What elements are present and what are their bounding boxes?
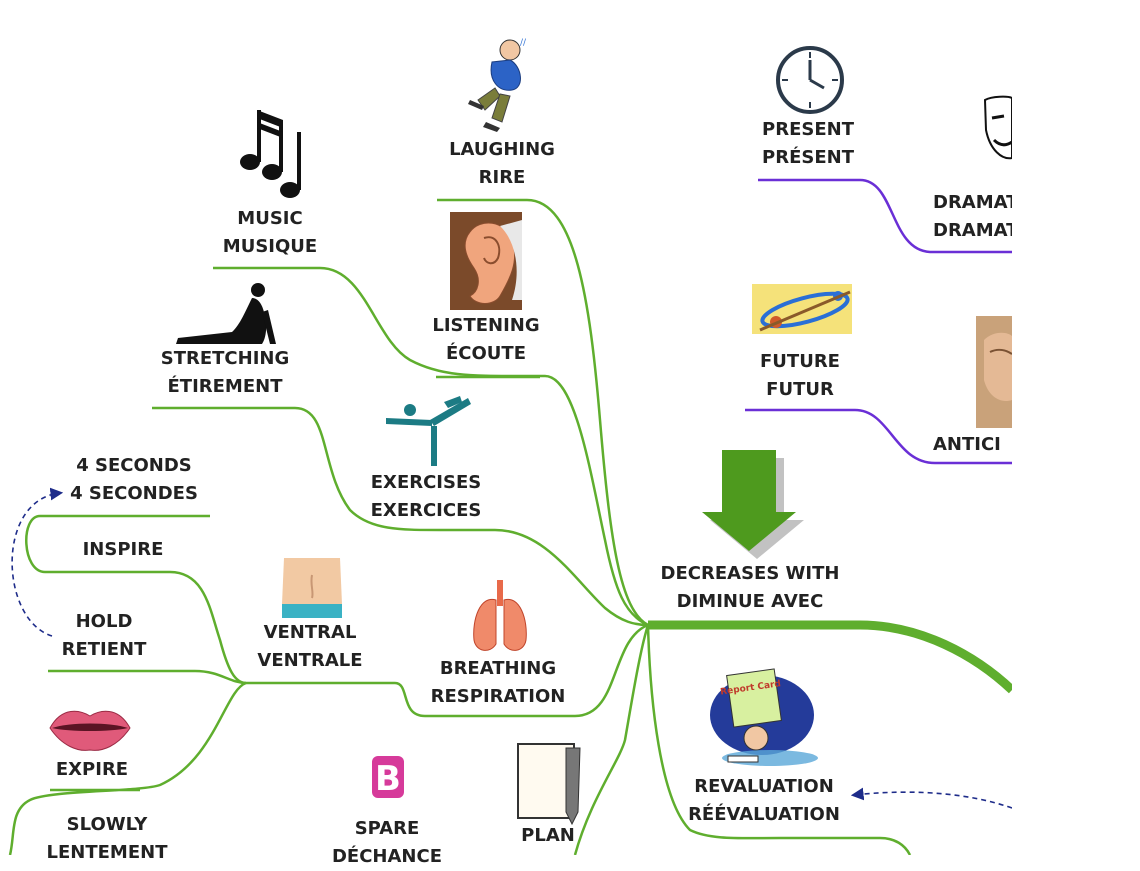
node-listening-en: LISTENING — [432, 315, 540, 336]
branch-4seconds — [25, 514, 247, 685]
laughing-man-icon: // — [468, 38, 527, 132]
yoga-stretch-icon — [176, 283, 276, 344]
node-plan[interactable]: PLAN — [512, 822, 584, 850]
branch-expire — [8, 681, 247, 855]
belly-icon — [282, 558, 342, 618]
branch-present — [758, 178, 1012, 254]
node-ventral-en: VENTRAL — [263, 622, 357, 643]
branch-hold — [48, 669, 247, 685]
down-arrow-icon — [702, 450, 804, 559]
ear-icon — [450, 212, 522, 310]
time-machine-icon — [752, 284, 852, 334]
node-listening[interactable]: LISTENING ÉCOUTE — [416, 312, 556, 368]
node-slowly[interactable]: SLOWLY LENTEMENT — [34, 811, 180, 867]
node-exercises-fr: EXERCICES — [370, 500, 482, 521]
node-breathing[interactable]: BREATHING RESPIRATION — [420, 655, 576, 711]
letter-b-icon: B — [372, 756, 404, 799]
branch-music — [213, 266, 649, 627]
theater-mask-icon — [983, 95, 1013, 160]
report-card-icon: Report Card — [710, 668, 818, 766]
node-future[interactable]: FUTURE FUTUR — [740, 348, 860, 404]
node-future-fr: FUTUR — [766, 379, 834, 400]
right-blank-margin — [1012, 0, 1140, 855]
node-4-seconds[interactable]: 4 SECONDS 4 SECONDES — [62, 452, 206, 508]
node-inspire-en: INSPIRE — [82, 539, 164, 560]
node-present[interactable]: PRESENT PRÉSENT — [748, 116, 868, 172]
node-laughing-en: LAUGHING — [449, 139, 555, 160]
node-spare[interactable]: SPARE DÉCHANCE — [324, 815, 450, 871]
node-decreases-fr: DIMINUE AVEC — [676, 591, 824, 612]
music-notes-icon — [240, 110, 301, 198]
time-branches — [745, 178, 1012, 465]
node-breathing-fr: RESPIRATION — [430, 686, 566, 707]
node-present-en: PRESENT — [762, 119, 854, 140]
node-music-fr: MUSIQUE — [222, 236, 318, 257]
dashed-to-revaluation — [850, 787, 1013, 809]
branch-plan — [573, 624, 650, 855]
node-stretching-fr: ÉTIREMENT — [167, 376, 283, 397]
node-spare-fr: DÉCHANCE — [331, 846, 442, 867]
node-expire[interactable]: EXPIRE — [42, 756, 142, 784]
branch-breathing-main — [246, 623, 649, 718]
lips-icon — [49, 710, 131, 751]
node-exercises[interactable]: EXERCISES EXERCICES — [356, 469, 496, 525]
node-revaluation[interactable]: REVALUATION RÉÉVALUATION — [672, 773, 856, 829]
clock-icon — [776, 46, 844, 114]
svg-text://: // — [520, 38, 527, 48]
node-ventral[interactable]: VENTRAL VENTRALE — [246, 619, 374, 675]
branch-stretching — [152, 406, 649, 627]
node-stretching[interactable]: STRETCHING ÉTIREMENT — [150, 345, 300, 401]
node-present-fr: PRÉSENT — [762, 147, 854, 168]
node-stretching-en: STRETCHING — [160, 348, 290, 369]
node-laughing-fr: RIRE — [478, 167, 526, 188]
node-slowly-fr: LENTEMENT — [46, 842, 168, 863]
node-hold[interactable]: HOLD RETIENT — [46, 608, 162, 664]
node-4-seconds-en: 4 SECONDS — [76, 455, 192, 476]
node-breathing-en: BREATHING — [439, 658, 557, 679]
branch-trunk — [648, 620, 1016, 694]
node-spare-en: SPARE — [354, 818, 420, 839]
node-listening-fr: ÉCOUTE — [446, 343, 526, 364]
node-expire-en: EXPIRE — [55, 759, 129, 780]
dashed-hold-to-4seconds — [11, 487, 64, 637]
branch-future — [745, 408, 1012, 465]
lungs-icon — [473, 580, 527, 651]
node-revaluation-fr: RÉÉVALUATION — [688, 804, 840, 825]
node-dramatizing-fr: DRAMAT — [933, 220, 1012, 241]
node-ventral-fr: VENTRALE — [257, 650, 363, 671]
exercise-figure-icon — [386, 396, 471, 466]
node-hold-en: HOLD — [75, 611, 133, 632]
node-slowly-en: SLOWLY — [66, 814, 148, 835]
node-future-en: FUTURE — [760, 351, 840, 372]
node-plan-en: PLAN — [521, 825, 575, 846]
branch-revaluation — [646, 624, 912, 855]
node-revaluation-en: REVALUATION — [694, 776, 834, 797]
branch-laughing — [437, 198, 649, 627]
node-4-seconds-fr: 4 SECONDES — [70, 483, 198, 504]
node-decreases-en: DECREASES WITH — [660, 563, 840, 584]
svg-text:B: B — [375, 759, 401, 799]
node-laughing[interactable]: LAUGHING RIRE — [432, 136, 572, 192]
node-dramatizing-en: DRAMAT — [933, 192, 1012, 213]
branch-lines — [8, 198, 912, 855]
node-exercises-en: EXERCISES — [370, 472, 482, 493]
node-anticipation-en: ANTICI — [933, 434, 1001, 455]
node-decreases[interactable]: DECREASES WITH DIMINUE AVEC — [640, 560, 860, 616]
notepad-pen-icon — [517, 743, 581, 826]
node-music-en: MUSIC — [237, 208, 303, 229]
node-anticipation[interactable]: ANTICI — [933, 431, 1012, 459]
node-music[interactable]: MUSIC MUSIQUE — [200, 205, 340, 261]
node-hold-fr: RETIENT — [61, 639, 147, 660]
worried-face-icon — [976, 316, 1013, 428]
node-inspire[interactable]: INSPIRE — [68, 536, 178, 564]
node-dramatizing[interactable]: DRAMAT DRAMAT — [933, 189, 1012, 245]
